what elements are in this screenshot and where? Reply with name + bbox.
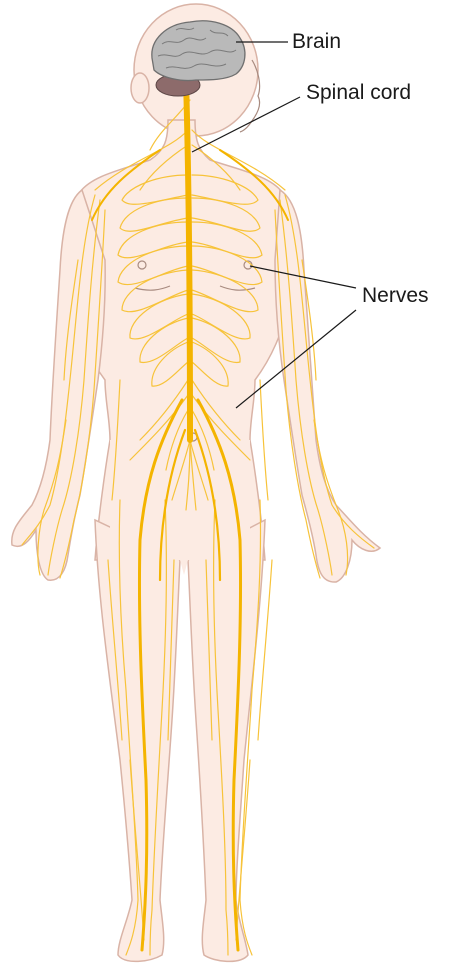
ear	[131, 73, 149, 103]
abdominal-nerve	[260, 380, 268, 500]
pelvis	[110, 440, 250, 575]
spinal-cord-label: Spinal cord	[306, 82, 411, 103]
brain-label: Brain	[292, 31, 341, 52]
nerves-label: Nerves	[362, 285, 429, 306]
brain	[152, 21, 245, 81]
right-arm	[275, 190, 380, 582]
right-leg	[188, 520, 265, 961]
